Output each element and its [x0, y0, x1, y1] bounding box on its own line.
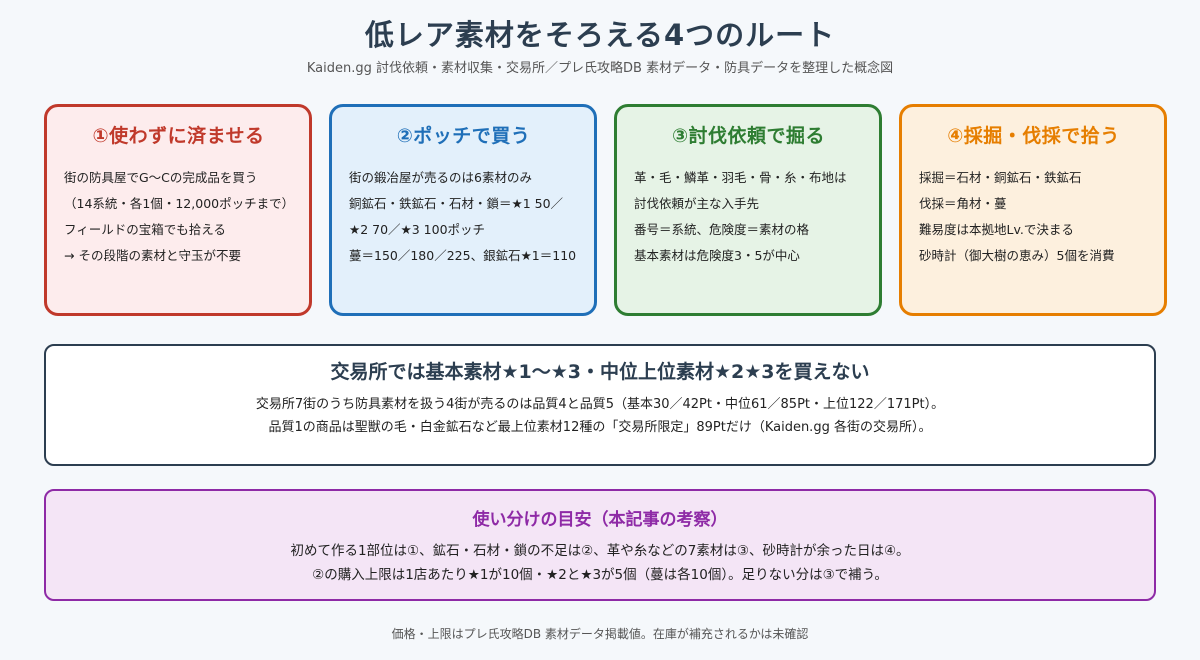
- route-card-line: 街の防具屋でG〜Cの完成品を買う: [64, 170, 258, 185]
- route-card-line: 採掘＝石材・銅鉱石・鉄鉱石: [919, 170, 1082, 185]
- route-card-line: （14系統・各1個・12,000ポッチまで）: [64, 196, 295, 211]
- route-card-line: 街の鍛冶屋が売るのは6素材のみ: [349, 170, 532, 185]
- route-card-line: ★2 70／★3 100ポッチ: [349, 222, 486, 237]
- route-card-title: ①使わずに済ませる: [92, 125, 265, 147]
- route-card-gather: ④採掘・伐採で拾う 採掘＝石材・銅鉱石・鉄鉱石 伐採＝角材・蔓 難易度は本拠地L…: [899, 104, 1167, 316]
- route-card-line: 伐採＝角材・蔓: [919, 196, 1007, 211]
- route-card-line: 砂時計（御大樹の恵み）5個を消費: [919, 248, 1115, 263]
- trade-panel-title: 交易所では基本素材★1〜★3・中位上位素材★2★3を買えない: [330, 361, 870, 383]
- guide-panel-title: 使い分けの目安（本記事の考察）: [472, 510, 728, 530]
- route-card-avoid: ①使わずに済ませる 街の防具屋でG〜Cの完成品を買う （14系統・各1個・12,…: [44, 104, 312, 316]
- route-card-buy: ②ポッチで買う 街の鍛冶屋が売るのは6素材のみ 銅鉱石・鉄鉱石・石材・鎖＝★1 …: [329, 104, 597, 316]
- route-card-title: ②ポッチで買う: [396, 125, 531, 147]
- route-card-line: 討伐依頼が主な入手先: [634, 196, 760, 211]
- route-card-title: ④採掘・伐採で拾う: [947, 125, 1120, 147]
- trade-panel: 交易所では基本素材★1〜★3・中位上位素材★2★3を買えない 交易所7街のうち防…: [44, 344, 1156, 466]
- route-card-line: 革・毛・鱗革・羽毛・骨・糸・布地は: [634, 170, 847, 185]
- trade-panel-line: 品質1の商品は聖獣の毛・白金鉱石など最上位素材12種の「交易所限定」89Ptだけ…: [268, 420, 932, 435]
- route-card-line: 基本素材は危険度3・5が中心: [634, 248, 800, 263]
- route-card-line: 銅鉱石・鉄鉱石・石材・鎖＝★1 50／: [349, 196, 564, 211]
- route-card-line: → その段階の素材と守玉が不要: [64, 248, 241, 263]
- page-title: 低レア素材をそろえる4つのルート: [364, 18, 836, 52]
- route-card-hunt: ③討伐依頼で掘る 革・毛・鱗革・羽毛・骨・糸・布地は 討伐依頼が主な入手先 番号…: [614, 104, 882, 316]
- route-card-line: フィールドの宝箱でも拾える: [64, 222, 226, 237]
- route-card-line: 蔓＝150／180／225、銀鉱石★1＝110: [349, 248, 577, 263]
- route-card-line: 難易度は本拠地Lv.で決まる: [919, 222, 1074, 237]
- route-card-title: ③討伐依頼で掘る: [671, 125, 826, 147]
- guide-panel-line: ②の購入上限は1店あたり★1が10個・★2と★3が5個（蔓は各10個）。足りない…: [312, 567, 888, 583]
- footnote: 価格・上限はプレ氏攻略DB 素材データ掲載値。在庫が補充されるかは未確認: [391, 627, 809, 641]
- guide-panel-line: 初めて作る1部位は①、鉱石・石材・鎖の不足は②、革や糸などの7素材は③、砂時計が…: [290, 543, 910, 559]
- page-subtitle: Kaiden.gg 討伐依頼・素材収集・交易所／プレ氏攻略DB 素材データ・防具…: [306, 61, 894, 76]
- trade-panel-line: 交易所7街のうち防具素材を扱う4街が売るのは品質4と品質5（基本30／42Pt・…: [255, 397, 945, 412]
- guide-panel: 使い分けの目安（本記事の考察） 初めて作る1部位は①、鉱石・石材・鎖の不足は②、…: [44, 489, 1156, 601]
- route-card-line: 番号＝系統、危険度＝素材の格: [634, 222, 810, 237]
